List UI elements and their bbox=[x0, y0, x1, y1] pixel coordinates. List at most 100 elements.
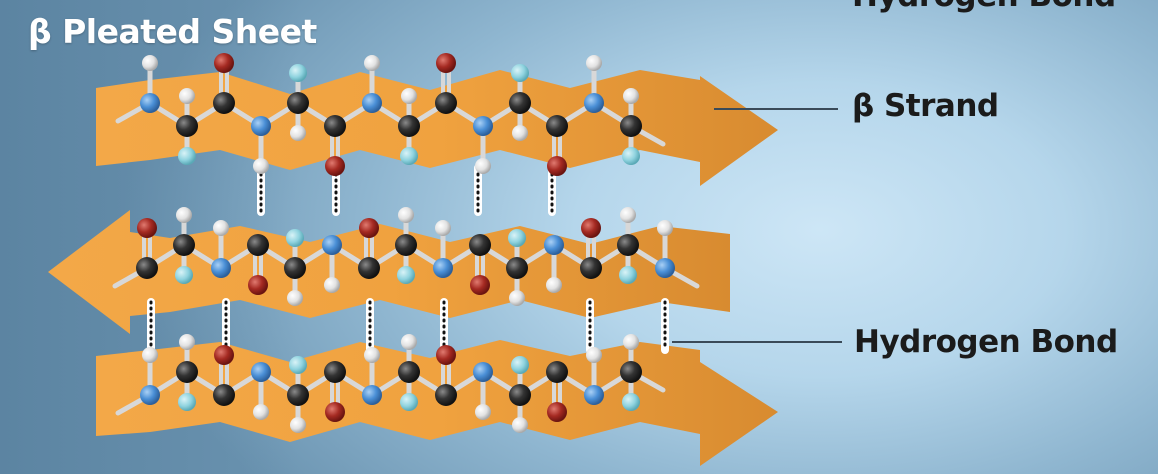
oxygen-atom bbox=[547, 402, 567, 422]
side-chain-atom bbox=[286, 229, 304, 247]
side-chain-atom bbox=[397, 266, 415, 284]
hydrogen-atom bbox=[620, 207, 636, 223]
nitrogen-atom bbox=[140, 385, 160, 405]
hydrogen-atom bbox=[512, 417, 528, 433]
hydrogen-bond-label: Hydrogen Bond bbox=[854, 324, 1118, 360]
nitrogen-atom bbox=[473, 116, 493, 136]
side-chain-atom bbox=[508, 229, 526, 247]
hydrogen-atom bbox=[364, 347, 380, 363]
hydrogen-atom bbox=[287, 290, 303, 306]
hydrogen-atom bbox=[142, 55, 158, 71]
carbon-atom bbox=[546, 361, 568, 383]
carbon-atom bbox=[620, 115, 642, 137]
carbon-atom bbox=[435, 384, 457, 406]
carbon-atom bbox=[617, 234, 639, 256]
carbon-atom bbox=[176, 361, 198, 383]
carbon-atom bbox=[176, 115, 198, 137]
hydrogen-atom bbox=[176, 207, 192, 223]
hydrogen-atom bbox=[253, 404, 269, 420]
nitrogen-atom bbox=[584, 385, 604, 405]
side-chain-atom bbox=[289, 64, 307, 82]
page-title: β Pleated Sheet bbox=[28, 12, 317, 51]
carbon-atom bbox=[213, 92, 235, 114]
oxygen-atom bbox=[214, 53, 234, 73]
oxygen-atom bbox=[436, 345, 456, 365]
hydrogen-atom bbox=[324, 277, 340, 293]
nitrogen-atom bbox=[544, 235, 564, 255]
oxygen-atom bbox=[436, 53, 456, 73]
hydrogen-atom bbox=[475, 158, 491, 174]
hydrogen-atom bbox=[401, 334, 417, 350]
carbon-atom bbox=[469, 234, 491, 256]
side-chain-atom bbox=[511, 356, 529, 374]
hydrogen-atom bbox=[586, 55, 602, 71]
side-chain-atom bbox=[619, 266, 637, 284]
hydrogen-atom bbox=[213, 220, 229, 236]
nitrogen-atom bbox=[362, 385, 382, 405]
carbon-atom bbox=[509, 384, 531, 406]
carbon-atom bbox=[398, 115, 420, 137]
hydrogen-atom bbox=[435, 220, 451, 236]
carbon-atom bbox=[358, 257, 380, 279]
oxygen-atom bbox=[470, 275, 490, 295]
nitrogen-atom bbox=[584, 93, 604, 113]
carbon-atom bbox=[213, 384, 235, 406]
cut-off-label: Hydrogen Bond bbox=[852, 0, 1116, 14]
hydrogen-atom bbox=[179, 88, 195, 104]
carbon-atom bbox=[324, 115, 346, 137]
nitrogen-atom bbox=[473, 362, 493, 382]
side-chain-atom bbox=[622, 393, 640, 411]
side-chain-atom bbox=[400, 147, 418, 165]
nitrogen-atom bbox=[655, 258, 675, 278]
oxygen-atom bbox=[325, 156, 345, 176]
carbon-atom bbox=[284, 257, 306, 279]
ribbon-top bbox=[96, 70, 778, 186]
nitrogen-atom bbox=[362, 93, 382, 113]
hydrogen-atom bbox=[401, 88, 417, 104]
hydrogen-atom bbox=[475, 404, 491, 420]
carbon-atom bbox=[620, 361, 642, 383]
hydrogen-atom bbox=[623, 88, 639, 104]
carbon-atom bbox=[546, 115, 568, 137]
hydrogen-atom bbox=[512, 125, 528, 141]
oxygen-atom bbox=[214, 345, 234, 365]
hydrogen-atom bbox=[586, 347, 602, 363]
carbon-atom bbox=[506, 257, 528, 279]
hydrogen-atom bbox=[546, 277, 562, 293]
carbon-atom bbox=[136, 257, 158, 279]
carbon-atom bbox=[173, 234, 195, 256]
oxygen-atom bbox=[248, 275, 268, 295]
hydrogen-atom bbox=[179, 334, 195, 350]
side-chain-atom bbox=[178, 147, 196, 165]
hydrogen-atom bbox=[509, 290, 525, 306]
side-chain-atom bbox=[400, 393, 418, 411]
nitrogen-atom bbox=[433, 258, 453, 278]
hydrogen-atom bbox=[398, 207, 414, 223]
nitrogen-atom bbox=[251, 116, 271, 136]
hydrogen-atom bbox=[253, 158, 269, 174]
hydrogen-atom bbox=[623, 334, 639, 350]
nitrogen-atom bbox=[251, 362, 271, 382]
carbon-atom bbox=[247, 234, 269, 256]
side-chain-atom bbox=[175, 266, 193, 284]
beta-strand-label: β Strand bbox=[852, 88, 999, 124]
oxygen-atom bbox=[359, 218, 379, 238]
side-chain-atom bbox=[178, 393, 196, 411]
nitrogen-atom bbox=[211, 258, 231, 278]
oxygen-atom bbox=[137, 218, 157, 238]
hydrogen-atom bbox=[290, 125, 306, 141]
oxygen-atom bbox=[325, 402, 345, 422]
carbon-atom bbox=[287, 384, 309, 406]
carbon-atom bbox=[509, 92, 531, 114]
carbon-atom bbox=[580, 257, 602, 279]
nitrogen-atom bbox=[140, 93, 160, 113]
hydrogen-atom bbox=[364, 55, 380, 71]
hydrogen-atom bbox=[290, 417, 306, 433]
side-chain-atom bbox=[511, 64, 529, 82]
carbon-atom bbox=[324, 361, 346, 383]
hydrogen-atom bbox=[657, 220, 673, 236]
carbon-atom bbox=[435, 92, 457, 114]
carbon-atom bbox=[398, 361, 420, 383]
nitrogen-atom bbox=[322, 235, 342, 255]
